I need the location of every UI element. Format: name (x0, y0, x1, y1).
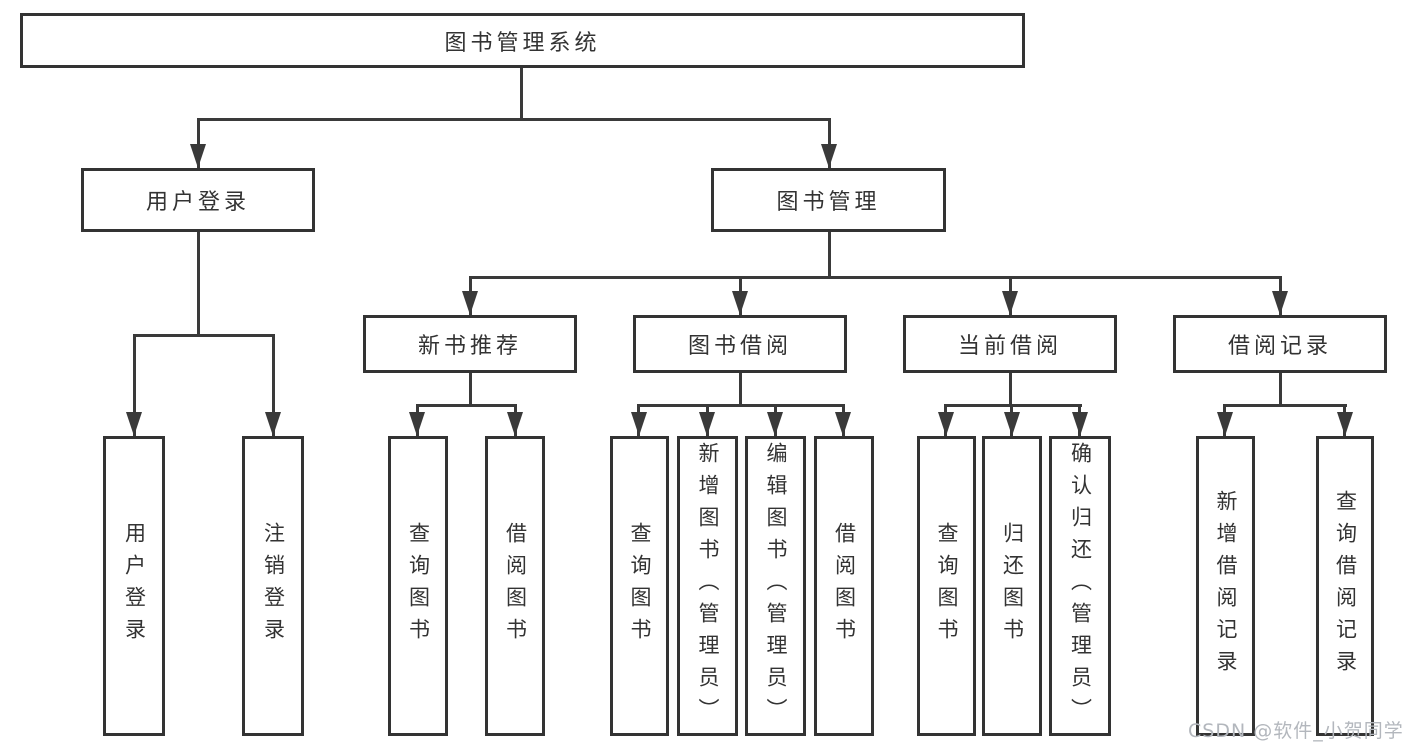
connector-line (133, 334, 274, 337)
node-new-book-recommend: 新书推荐 (363, 315, 577, 373)
arrow-down-icon (265, 412, 281, 436)
node-book-borrow: 图书借阅 (633, 315, 847, 373)
connector-line (828, 232, 831, 278)
arrow-down-icon (821, 144, 837, 168)
leaf-confirm-return-admin: 确认归还（管理员） (1049, 436, 1111, 736)
node-current-borrow: 当前借阅 (903, 315, 1117, 373)
connector-line (1223, 404, 1347, 407)
leaf-add-borrow-record: 新增借阅记录 (1196, 436, 1255, 736)
arrow-down-icon (767, 412, 783, 436)
leaf-borrow-query-books: 查询图书 (610, 436, 669, 736)
arrow-down-icon (1217, 412, 1233, 436)
connector-line (469, 373, 472, 407)
connector-line (469, 276, 1282, 279)
arrow-down-icon (699, 412, 715, 436)
node-book-management: 图书管理 (711, 168, 946, 232)
arrow-down-icon (1004, 412, 1020, 436)
connector-line (197, 232, 200, 336)
node-library-system: 图书管理系统 (20, 13, 1025, 68)
arrow-down-icon (190, 144, 206, 168)
arrow-down-icon (462, 291, 478, 315)
arrow-down-icon (507, 412, 523, 436)
arrow-down-icon (835, 412, 851, 436)
arrow-down-icon (732, 291, 748, 315)
node-borrow-records: 借阅记录 (1173, 315, 1387, 373)
arrow-down-icon (1072, 412, 1088, 436)
connector-line (1009, 373, 1012, 407)
leaf-query-borrow-record: 查询借阅记录 (1316, 436, 1374, 736)
connector-line (197, 118, 831, 121)
connector-line (520, 68, 523, 120)
leaf-borrow-books: 借阅图书 (814, 436, 874, 736)
connector-line (133, 334, 136, 436)
leaf-logout: 注销登录 (242, 436, 304, 736)
leaf-edit-book-admin: 编辑图书（管理员） (745, 436, 806, 736)
connector-line (739, 373, 742, 407)
leaf-recommend-borrow-books: 借阅图书 (485, 436, 545, 736)
arrow-down-icon (1337, 412, 1353, 436)
arrow-down-icon (409, 412, 425, 436)
arrow-down-icon (126, 412, 142, 436)
connector-line (1279, 373, 1282, 407)
leaf-current-query-books: 查询图书 (917, 436, 976, 736)
leaf-recommend-query-books: 查询图书 (388, 436, 448, 736)
connector-line (197, 118, 200, 168)
arrow-down-icon (938, 412, 954, 436)
connector-line (416, 404, 517, 407)
leaf-add-book-admin: 新增图书（管理员） (677, 436, 738, 736)
connector-line (944, 404, 1082, 407)
arrow-down-icon (1002, 291, 1018, 315)
connector-line (637, 404, 845, 407)
connector-line (272, 334, 275, 436)
node-user-login: 用户登录 (81, 168, 315, 232)
arrow-down-icon (1272, 291, 1288, 315)
watermark-text: CSDN @软件_小贺同学 (1188, 720, 1404, 742)
leaf-return-book: 归还图书 (982, 436, 1042, 736)
connector-line (828, 118, 831, 168)
leaf-user-login: 用户登录 (103, 436, 165, 736)
arrow-down-icon (631, 412, 647, 436)
